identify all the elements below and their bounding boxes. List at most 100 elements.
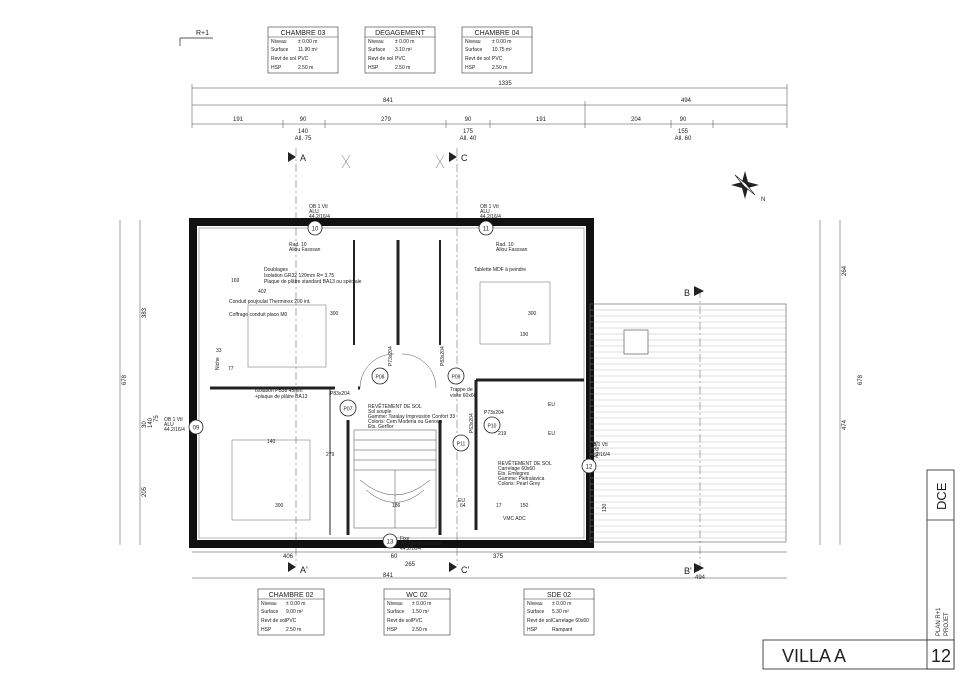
section-c-label: C <box>461 153 468 163</box>
svg-text:17: 17 <box>496 503 502 509</box>
svg-text:Trappe de: Trappe de <box>450 387 473 393</box>
section-markers: A A' C C' B B' <box>288 148 704 576</box>
svg-text:ALU: ALU <box>480 209 490 215</box>
svg-text:2.50 m: 2.50 m <box>412 627 427 633</box>
svg-text:Plaque de plâtre standard BA13: Plaque de plâtre standard BA13 ou spécia… <box>264 279 362 285</box>
inner-dimensions: 169 402 300 190 33 77 140 279 300 186 64… <box>216 278 608 512</box>
svg-text:Sol souple: Sol souple <box>368 409 392 415</box>
svg-text:HSP: HSP <box>261 627 272 633</box>
svg-text:300: 300 <box>330 311 339 317</box>
svg-text:All. 60: All. 60 <box>675 136 692 142</box>
svg-text:Niveau: Niveau <box>387 601 403 607</box>
door-tag-p07: P07 P83x204 <box>330 391 357 417</box>
svg-text:264: 264 <box>842 265 848 276</box>
svg-text:Revt de sol: Revt de sol <box>465 56 490 62</box>
svg-text:140: 140 <box>298 129 309 135</box>
svg-text:EU: EU <box>548 402 555 408</box>
svg-text:± 0.00 m: ± 0.00 m <box>298 39 317 45</box>
window-tag-12: 12 OB 1 Vtl ALU 44.2/16/4 <box>581 442 610 474</box>
section-a2-label: A' <box>300 565 308 575</box>
svg-text:2.50 m: 2.50 m <box>492 65 507 71</box>
dimensions-bottom: 406 375 60 265 841 494 <box>192 551 787 581</box>
svg-text:HSP: HSP <box>527 627 538 633</box>
compass-north: N <box>761 197 765 203</box>
dimension-labels-top: 1335 841 494 191 90 279 90 191 204 90 14… <box>233 81 692 142</box>
plan-subtitle: PROJET <box>944 612 950 636</box>
svg-text:10: 10 <box>312 227 319 233</box>
svg-text:841: 841 <box>383 573 394 579</box>
svg-text:Niveau: Niveau <box>368 39 384 45</box>
phase-label: DCE <box>934 482 949 510</box>
svg-text:Niveau: Niveau <box>527 601 543 607</box>
svg-text:494: 494 <box>681 98 692 104</box>
svg-text:Surface: Surface <box>271 47 288 53</box>
svg-text:Niveau: Niveau <box>271 39 287 45</box>
svg-text:± 0.00 m: ± 0.00 m <box>552 601 571 607</box>
svg-text:190: 190 <box>520 332 529 338</box>
svg-text:± 0.00 m: ± 0.00 m <box>492 39 511 45</box>
svg-text:130: 130 <box>602 503 608 512</box>
svg-text:Tablette MDF à peindre: Tablette MDF à peindre <box>474 267 526 273</box>
svg-text:Rad. 10: Rad. 10 <box>289 242 307 248</box>
svg-text:Conduit poujoulat Therminox 20: Conduit poujoulat Therminox 200 int. <box>229 299 311 305</box>
svg-text:+plaque de plâtre BA13: +plaque de plâtre BA13 <box>255 394 308 400</box>
svg-text:REVÊTEMENT DE SOL: REVÊTEMENT DE SOL <box>498 459 552 467</box>
beds <box>231 281 551 521</box>
svg-text:5.30 m²: 5.30 m² <box>552 609 569 615</box>
window-tag-11: 11 OB 1 Vtl ALU 44.2/16/4 <box>478 204 501 236</box>
sheet-number: 12 <box>931 646 951 666</box>
svg-text:Surface: Surface <box>368 47 385 53</box>
section-b2-label: B' <box>684 566 692 576</box>
svg-text:Gamme: Pietralavica: Gamme: Pietralavica <box>498 476 545 482</box>
room-name: CHAMBRE 02 <box>269 592 314 599</box>
svg-text:279: 279 <box>381 117 392 123</box>
svg-text:1335: 1335 <box>498 81 512 87</box>
svg-text:175: 175 <box>463 129 474 135</box>
dimensions-top <box>191 84 788 128</box>
svg-text:44.2/16/4: 44.2/16/4 <box>480 214 501 220</box>
window-tag-10: 10 OB 1 Vtl ALU 44.2/16/4 <box>307 204 330 236</box>
svg-text:P08: P08 <box>376 375 385 381</box>
svg-text:300: 300 <box>528 311 537 317</box>
svg-text:3.10 m²: 3.10 m² <box>395 47 412 53</box>
svg-text:1.50 m²: 1.50 m² <box>412 609 429 615</box>
svg-text:186: 186 <box>392 503 401 509</box>
vent-symbols <box>341 154 445 169</box>
svg-text:44.2/16/4: 44.2/16/4 <box>589 452 610 458</box>
svg-text:44.2/16/4: 44.2/16/4 <box>164 427 185 433</box>
svg-text:HSP: HSP <box>271 65 282 71</box>
svg-text:Revt de sol: Revt de sol <box>271 56 296 62</box>
title-block: DCE PLAN R+1 PROJET VILLA A 12 <box>762 469 955 670</box>
svg-text:PVC: PVC <box>492 56 503 62</box>
svg-text:30: 30 <box>142 421 148 428</box>
svg-text:204: 204 <box>631 117 642 123</box>
svg-text:visite 60x60: visite 60x60 <box>450 393 477 399</box>
room-name: SDE 02 <box>547 592 571 599</box>
svg-text:11: 11 <box>483 227 490 233</box>
svg-text:2.50 m: 2.50 m <box>395 65 410 71</box>
svg-text:Surface: Surface <box>261 609 278 615</box>
svg-text:Vitrage opalescent: Vitrage opalescent <box>400 541 442 547</box>
section-a-label: A <box>300 153 306 163</box>
svg-text:300: 300 <box>275 503 284 509</box>
svg-text:44.2/16/4: 44.2/16/4 <box>309 214 330 220</box>
svg-text:VMC ADC: VMC ADC <box>503 516 526 522</box>
section-b-label: B <box>684 288 690 298</box>
staircase <box>353 429 437 529</box>
svg-text:ALU: ALU <box>164 422 174 428</box>
svg-text:678: 678 <box>858 374 864 385</box>
svg-text:77: 77 <box>228 366 234 372</box>
svg-text:90: 90 <box>300 117 307 123</box>
svg-text:P73x204: P73x204 <box>388 346 394 366</box>
svg-text:Niveau: Niveau <box>261 601 277 607</box>
svg-text:678: 678 <box>122 374 128 385</box>
svg-text:PVC: PVC <box>286 618 297 624</box>
svg-text:Revt de sol: Revt de sol <box>527 618 552 624</box>
svg-text:191: 191 <box>536 117 547 123</box>
svg-text:13: 13 <box>387 540 394 546</box>
